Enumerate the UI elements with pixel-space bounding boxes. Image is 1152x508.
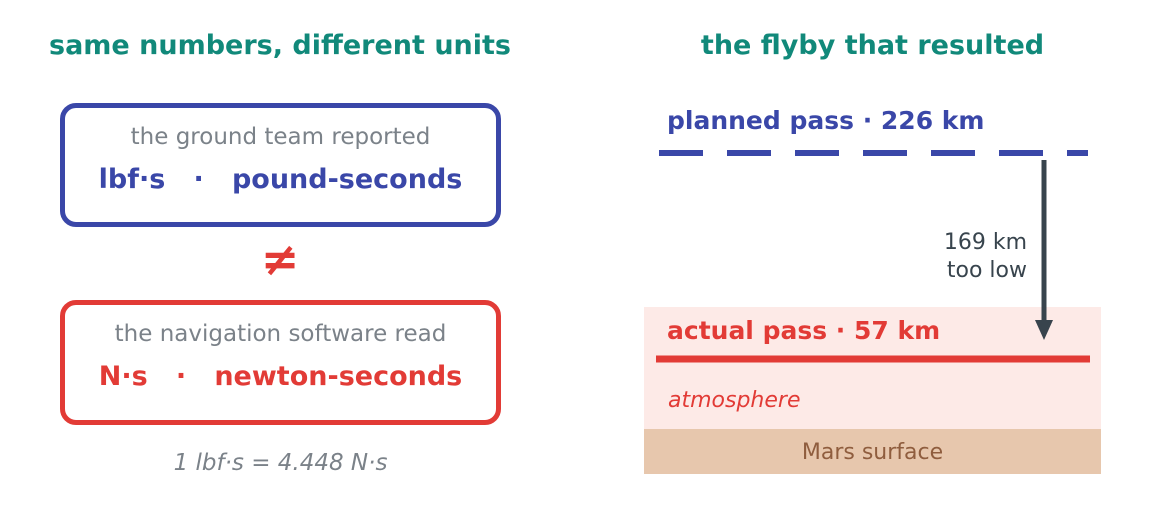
unit-conversion-note: 1 lbf·s = 4.448 N·s — [173, 450, 388, 476]
altitude-gap-value: 169 km — [943, 230, 1027, 255]
right-panel-heading: the flyby that resulted — [700, 30, 1045, 61]
ground-team-unit-box: the ground team reported lbf·s · pound-s… — [60, 103, 501, 227]
atmosphere-band — [644, 307, 1101, 429]
atmosphere-label: atmosphere — [668, 388, 801, 413]
down-arrow-icon — [1035, 320, 1053, 340]
altitude-gap-label: 169 km too low — [900, 229, 1027, 285]
navigation-software-caption: the navigation software read — [114, 321, 447, 347]
not-equal-icon: ≠ — [260, 232, 300, 286]
planned-pass-label: planned pass · 226 km — [667, 106, 985, 135]
left-panel-heading: same numbers, different units — [49, 30, 511, 61]
ground-team-caption: the ground team reported — [130, 124, 431, 150]
navigation-software-unit: N·s · newton-seconds — [98, 361, 463, 392]
ground-team-unit: lbf·s · pound-seconds — [98, 164, 463, 195]
actual-pass-label: actual pass · 57 km — [667, 316, 941, 345]
mars-surface-label: Mars surface — [801, 440, 944, 465]
altitude-gap-note: too low — [946, 258, 1027, 283]
navigation-software-unit-box: the navigation software read N·s · newto… — [60, 300, 501, 425]
mars-surface-band — [644, 429, 1101, 474]
